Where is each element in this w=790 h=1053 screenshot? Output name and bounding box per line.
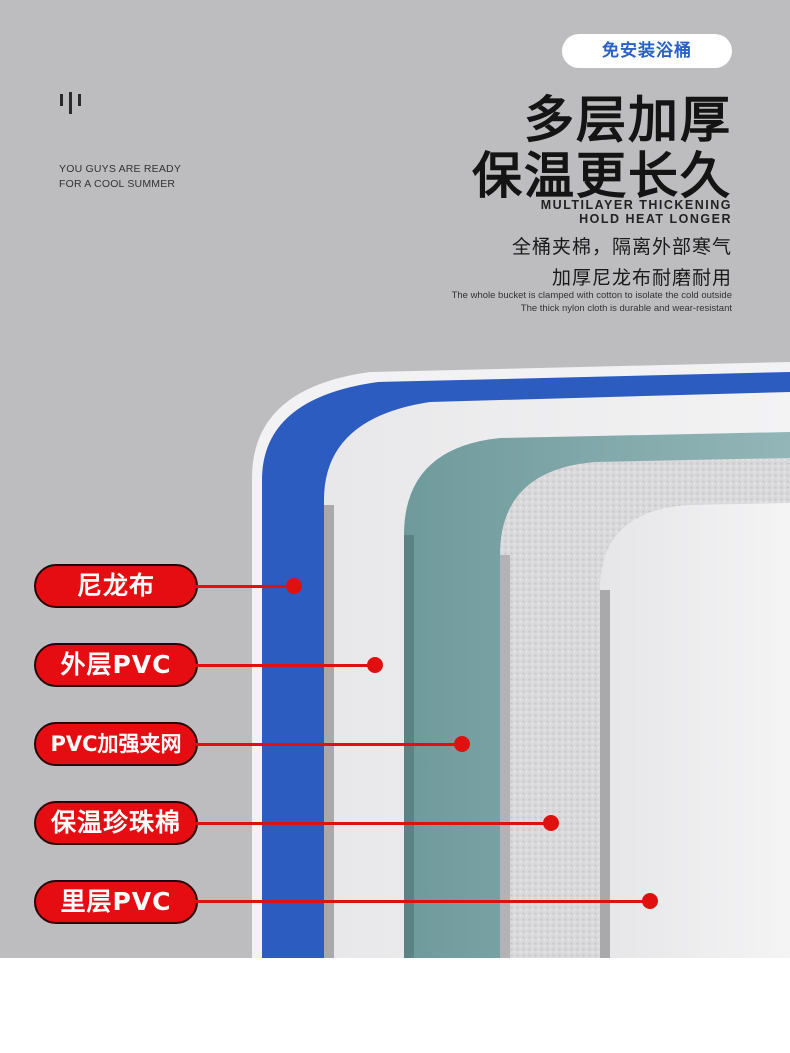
layer-label-outer-pvc: 外层PVC xyxy=(34,643,198,687)
headline-line-1: 多层加厚 xyxy=(524,91,732,149)
callout-line-inner-pvc xyxy=(196,900,650,903)
feature-line-1: 全桶夹棉，隔离外部寒气 xyxy=(511,236,732,258)
callout-dot-foam xyxy=(543,815,559,831)
layer-label-nylon: 尼龙布 xyxy=(34,564,198,608)
callout-line-foam xyxy=(196,822,550,825)
callout-line-nylon xyxy=(196,585,294,588)
tagline-line-1: YOU GUYS ARE READY xyxy=(59,163,182,175)
callout-dot-outer-pvc xyxy=(367,657,383,673)
english-heading: MULTILAYER THICKENING HOLD HEAT LONGER xyxy=(541,198,732,226)
callout-line-outer-pvc xyxy=(196,664,374,667)
inner-pvc-layer-shape xyxy=(600,503,790,958)
brand-logo-icon xyxy=(58,92,90,116)
product-banner: YOU GUYS ARE READY FOR A COOL SUMMER 免安装… xyxy=(0,0,790,958)
tagline: YOU GUYS ARE READY FOR A COOL SUMMER xyxy=(59,162,181,192)
layer-label-inner-pvc: 里层PVC xyxy=(34,880,198,924)
english-description-line-2: The thick nylon cloth is durable and wea… xyxy=(520,302,732,314)
english-description: The whole bucket is clamped with cotton … xyxy=(452,290,732,315)
installation-free-badge: 免安装浴桶 xyxy=(562,34,732,68)
bottom-whitespace xyxy=(0,958,790,1053)
layer-cross-section-illustration xyxy=(252,362,790,958)
callout-dot-inner-pvc xyxy=(642,893,658,909)
callout-dot-nylon xyxy=(286,578,302,594)
english-heading-line-1: MULTILAYER THICKENING xyxy=(540,198,732,212)
layer-label-foam: 保温珍珠棉 xyxy=(34,801,198,845)
english-heading-line-2: HOLD HEAT LONGER xyxy=(579,212,732,226)
callout-line-pvc-mesh xyxy=(196,743,460,746)
tagline-line-2: FOR A COOL SUMMER xyxy=(59,178,176,190)
headline-line-2: 保温更长久 xyxy=(472,147,732,205)
english-description-line-1: The whole bucket is clamped with cotton … xyxy=(451,290,732,301)
feature-line-2: 加厚尼龙布耐磨耐用 xyxy=(551,267,732,289)
layer-label-pvc-mesh: PVC加强夹网 xyxy=(34,722,198,766)
callout-dot-pvc-mesh xyxy=(454,736,470,752)
